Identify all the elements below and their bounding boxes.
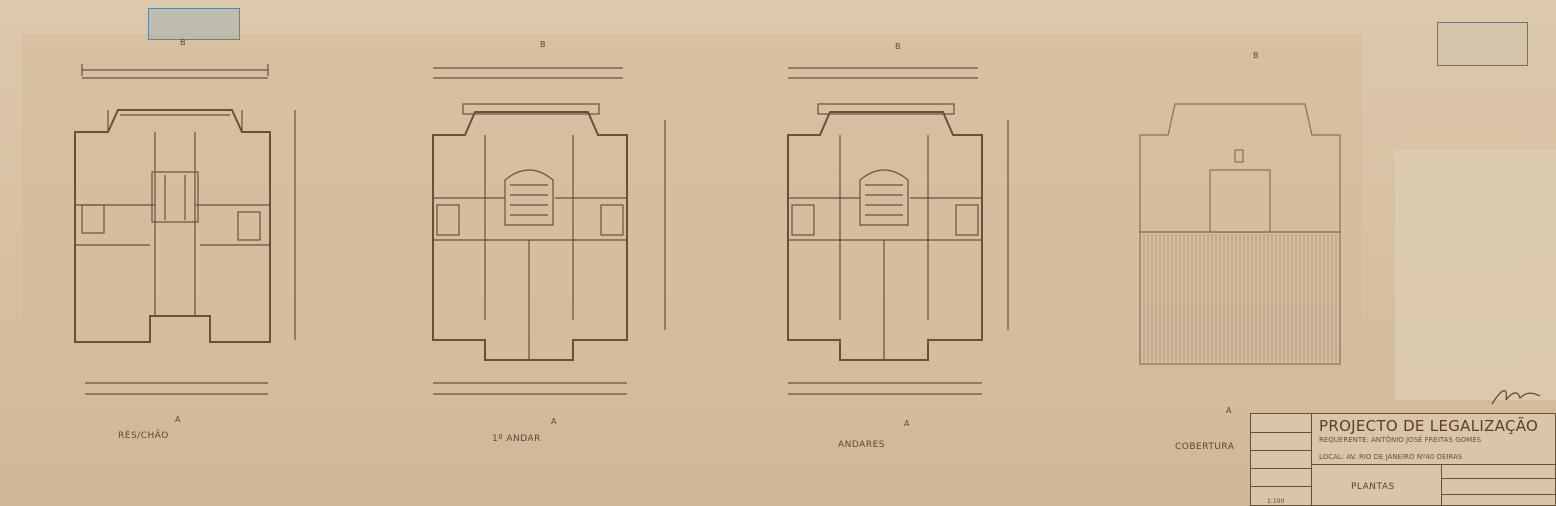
section-mark-a-1: A bbox=[175, 415, 181, 424]
plan-primeiro-andar bbox=[432, 67, 666, 395]
scale-text: 1:100 bbox=[1267, 498, 1285, 505]
plan-cobertura bbox=[1139, 103, 1341, 365]
title-block: PROJECTO DE LEGALIZAÇÃO REQUERENTE: ANTÓ… bbox=[1250, 413, 1556, 506]
paper-background bbox=[22, 34, 1362, 406]
plan-label-primeiro-andar: 1º ANDAR bbox=[492, 434, 541, 444]
project-title: PROJECTO DE LEGALIZAÇÃO bbox=[1319, 417, 1539, 435]
plan-andares bbox=[787, 67, 1009, 395]
section-mark-a-3: A bbox=[904, 419, 910, 428]
section-mark-b-3: B bbox=[895, 42, 901, 51]
section-mark-b-2: B bbox=[540, 40, 546, 49]
approval-stamp-top-left bbox=[148, 8, 240, 40]
plan-label-andares: ANDARES bbox=[838, 440, 885, 450]
paper-background-right bbox=[1395, 150, 1556, 400]
local-text: LOCAL: AV. RIO DE JANEIRO Nº40 OEIRAS bbox=[1319, 453, 1463, 461]
section-mark-a-2: A bbox=[551, 417, 557, 426]
plan-res-chao bbox=[74, 64, 296, 395]
plan-label-res-chao: RÉS/CHÃO bbox=[118, 431, 169, 441]
plan-label-cobertura: COBERTURA bbox=[1175, 442, 1235, 452]
section-mark-b-4: B bbox=[1253, 51, 1259, 60]
requerente-text: REQUERENTE: ANTÓNIO JOSÉ FREITAS GOMES bbox=[1319, 436, 1482, 444]
approval-stamp-top-right bbox=[1437, 22, 1528, 66]
section-mark-a-4: A bbox=[1226, 406, 1232, 415]
section-mark-b-1: B bbox=[180, 38, 186, 47]
architect-signature bbox=[1491, 390, 1541, 405]
roof-hatching bbox=[1143, 234, 1337, 362]
sheet-name: PLANTAS bbox=[1351, 482, 1395, 492]
